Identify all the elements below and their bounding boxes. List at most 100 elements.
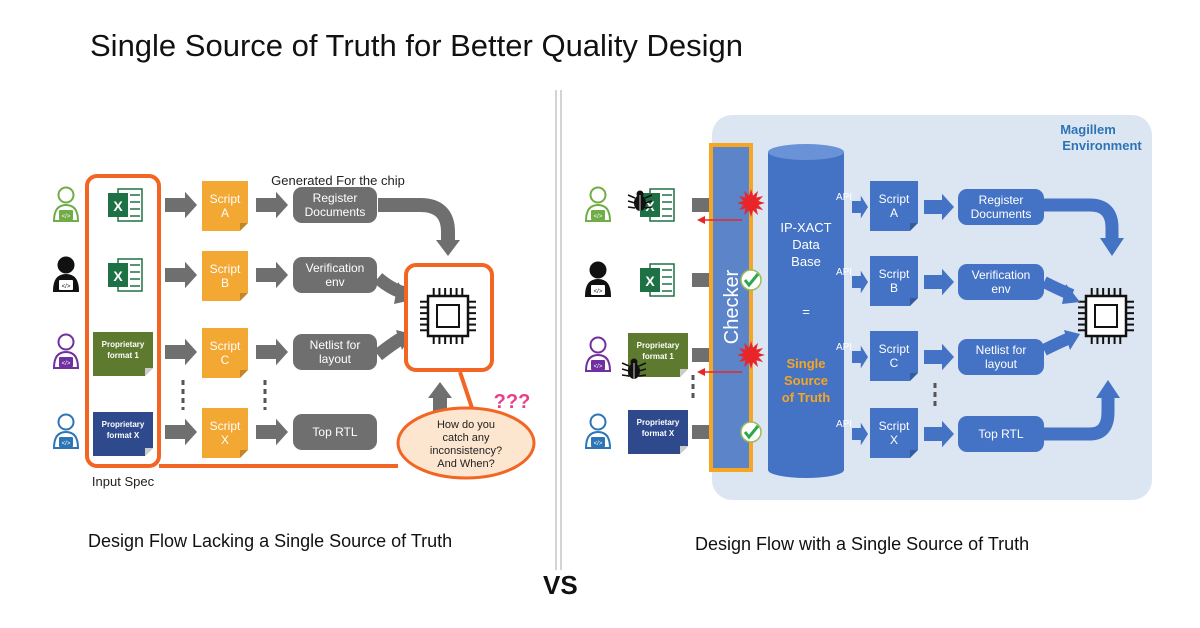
svg-text:C: C [221, 353, 230, 367]
api-label-2: API [836, 267, 852, 278]
right-proprietary-doc-4: Proprietary format X [628, 410, 688, 454]
error-burst-3 [737, 341, 765, 369]
svg-text:</>: </> [62, 441, 71, 447]
ssot-label-line-3: of Truth [782, 390, 830, 405]
check-ok-2 [740, 269, 762, 291]
svg-text:Script: Script [879, 267, 910, 281]
input-spec-label: Input Spec [92, 474, 155, 489]
environment-label-line2: Environment [1062, 138, 1142, 153]
svg-text:Documents: Documents [305, 205, 366, 219]
svg-text:env: env [325, 275, 344, 289]
svg-text:format X: format X [642, 429, 675, 438]
svg-text:format 1: format 1 [642, 352, 674, 361]
right-user-icon-1: </> [584, 186, 612, 222]
left-output-4: Top RTL [293, 414, 377, 450]
db-equals: = [802, 304, 810, 319]
left-excel-icon-2: X [108, 258, 143, 292]
vs-label: VS [543, 570, 578, 600]
svg-text:format X: format X [107, 431, 140, 440]
checker-label: Checker [721, 269, 743, 344]
svg-text:Top RTL: Top RTL [312, 425, 357, 439]
db-label-line-2: Data [792, 237, 820, 252]
svg-text:</>: </> [594, 441, 603, 447]
right-user-icon-4: </> [584, 413, 612, 449]
svg-text:env: env [991, 282, 1010, 296]
svg-text:Register: Register [313, 191, 358, 205]
right-curve-arrowhead-3 [1064, 330, 1080, 350]
left-chip-icon [420, 288, 476, 344]
database-cylinder-top [768, 144, 844, 160]
svg-text:X: X [645, 273, 655, 289]
generated-label: Generated For the chip [271, 173, 405, 188]
left-user-icon-3: </> [52, 333, 80, 369]
svg-text:Netlist for: Netlist for [310, 338, 361, 352]
right-arrow-script-4 [924, 420, 954, 448]
api-label-4: API [836, 419, 852, 430]
page-title: Single Source of Truth for Better Qualit… [90, 28, 744, 63]
left-curve-arrow-1 [378, 198, 455, 242]
left-up-arrowhead [428, 382, 452, 398]
left-arrow-script-1 [256, 191, 288, 219]
api-label-3: API [836, 342, 852, 353]
svg-text:</>: </> [594, 289, 603, 295]
left-user-icon-2: </> [52, 256, 80, 292]
svg-text:Script: Script [210, 192, 241, 206]
right-curve-arrow-1 [1044, 198, 1119, 240]
right-caption: Design Flow with a Single Source of Trut… [695, 534, 1030, 554]
svg-text:A: A [890, 206, 898, 220]
svg-text:</>: </> [62, 361, 71, 367]
database-cylinder-body [768, 152, 844, 470]
left-arrow-input-1 [165, 191, 197, 219]
ssot-label-line-2: Source [784, 373, 828, 388]
svg-text:X: X [221, 433, 229, 447]
svg-text:X: X [113, 198, 123, 214]
right-arrow-script-2 [924, 268, 954, 296]
left-arrow-script-2 [256, 261, 288, 289]
svg-text:X: X [890, 433, 898, 447]
svg-text:</>: </> [594, 364, 603, 370]
db-label-line-3: Base [791, 254, 821, 269]
svg-text:X: X [645, 198, 655, 214]
right-output-4: Top RTL [958, 416, 1044, 452]
right-chip-icon [1078, 288, 1134, 344]
svg-text:Script: Script [879, 342, 910, 356]
left-curve-arrow-3 [373, 332, 406, 361]
svg-text:layout: layout [319, 352, 352, 366]
svg-text:</>: </> [594, 214, 603, 220]
left-user-icon-1: </> [52, 186, 80, 222]
callout-line-4: And When? [437, 458, 494, 470]
right-arrow-script-3 [924, 343, 954, 371]
environment-label-line1: Magillem [1060, 122, 1116, 137]
svg-text:Script: Script [210, 419, 241, 433]
svg-text:Proprietary: Proprietary [637, 418, 680, 427]
left-arrow-input-4 [165, 418, 197, 446]
left-curve-arrowhead-1 [436, 240, 460, 256]
left-arrow-input-3 [165, 338, 197, 366]
right-arrow-script-1 [924, 193, 954, 221]
right-excel-icon-1: X [640, 188, 675, 222]
right-curve-arrowhead-1 [1100, 238, 1124, 256]
api-arrow-2 [852, 270, 868, 294]
svg-text:Proprietary: Proprietary [102, 420, 145, 429]
svg-text:Netlist for: Netlist for [976, 343, 1027, 357]
left-flow: </></></></>Input SpecXXProprietaryforma… [52, 173, 536, 489]
left-proprietary-doc-4: Proprietary format X [93, 412, 153, 456]
left-excel-icon-1: X [108, 188, 143, 222]
svg-text:Script: Script [879, 419, 910, 433]
question-marks: ??? [494, 391, 531, 413]
svg-text:B: B [221, 276, 229, 290]
svg-text:Register: Register [979, 193, 1024, 207]
left-user-icon-4: </> [52, 413, 80, 449]
svg-text:C: C [890, 356, 899, 370]
svg-text:Script: Script [210, 262, 241, 276]
